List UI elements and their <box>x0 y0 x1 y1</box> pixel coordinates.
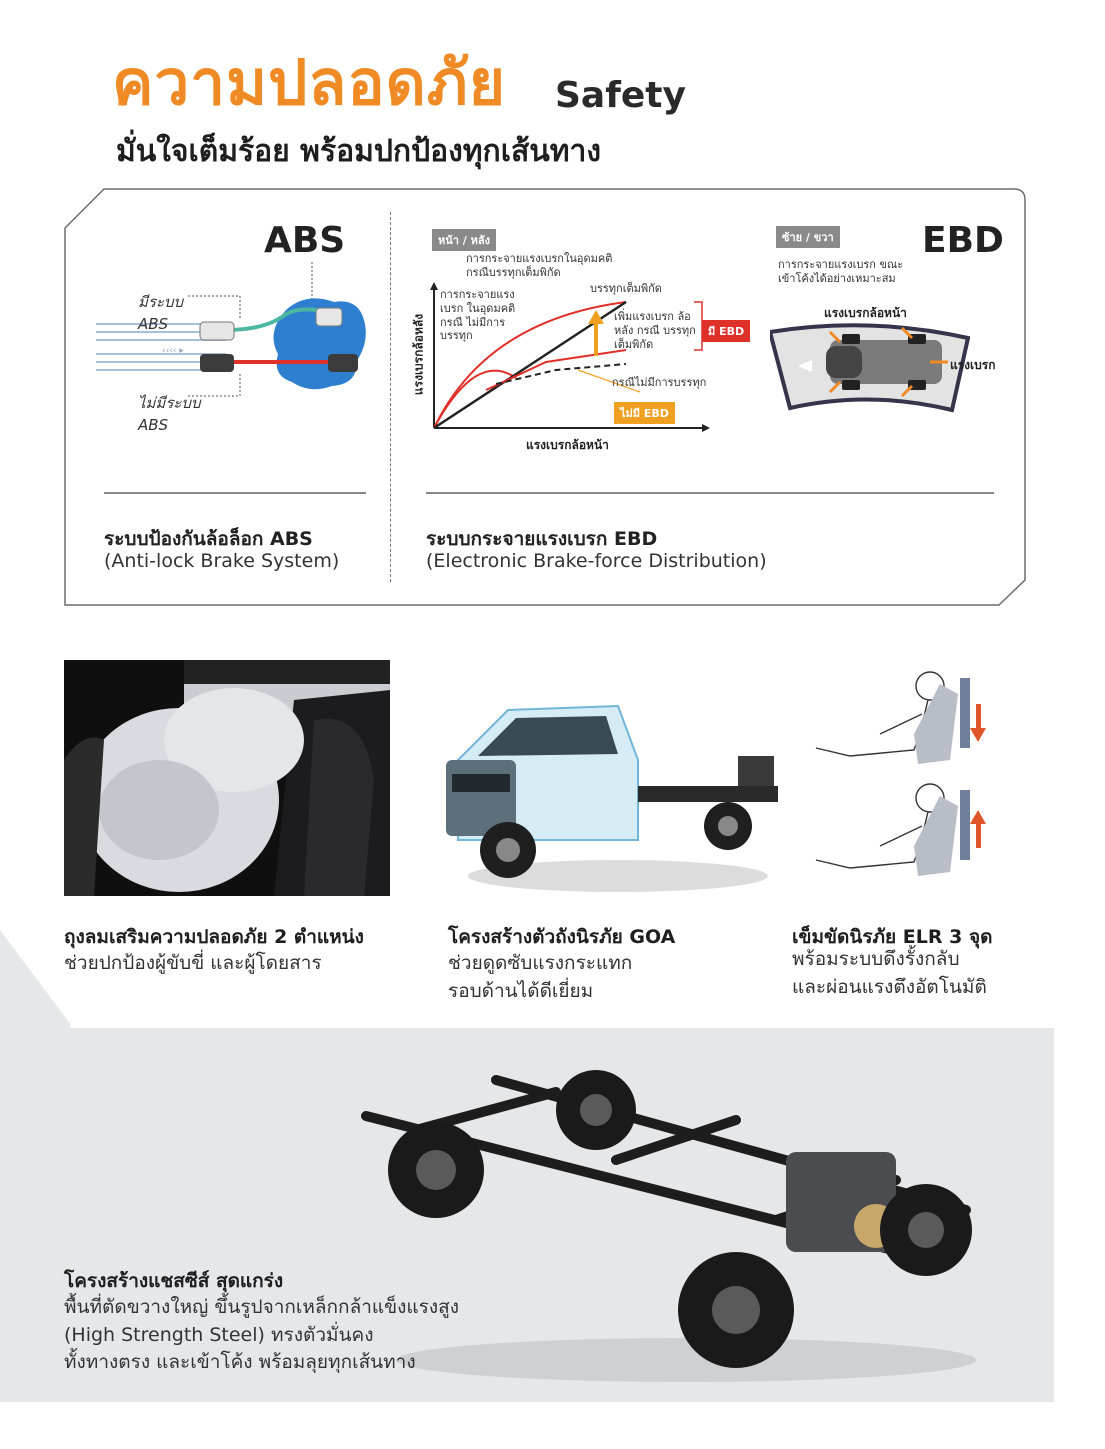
abs-without-label: ไม่มีระบบ ABS <box>138 394 201 434</box>
ebd-full-load-note: บรรทุกเต็มพิกัด <box>590 282 662 295</box>
card-divider <box>390 212 391 582</box>
feature-goa-text-2: รอบด้านได้ดีเยี่ยม <box>448 980 594 1002</box>
gray-band-corner <box>0 930 70 1040</box>
ebd-ideal-note: การกระจายแรงเบรกในอุดมคติ กรณีบรรทุกเต็ม… <box>466 252 613 279</box>
svg-text:‹‹‹‹ ▸: ‹‹‹‹ ▸ <box>162 346 184 356</box>
chassis-line-1: พื้นที่ตัดขวางใหญ่ ขึ้นรูปจากเหล็กกล้าแข… <box>64 1296 459 1318</box>
page-title-english: Safety <box>555 75 686 116</box>
abs-rule <box>104 492 366 494</box>
front-force-label: แรงเบรกล้อหน้า <box>824 306 907 320</box>
ebd-no-load-note: กรณีไม่มีการบรรทุก <box>612 376 707 389</box>
abs-caption-subtitle: (Anti-lock Brake System) <box>104 550 340 572</box>
ebd-caption-title: ระบบกระจายแรงเบรก EBD <box>426 528 658 550</box>
chassis-line-2: (High Strength Steel) ทรงตัวมั่นคง <box>64 1323 374 1346</box>
abs-illustration: ‹‹‹‹ ▸ <box>96 262 366 397</box>
ebd-rule <box>426 492 994 494</box>
chassis-illustration <box>361 1070 976 1382</box>
ebd-ideal-empty-note: การกระจายแรงเบรก ในอุดมคติกรณี ไม่มีการบ… <box>440 288 516 343</box>
left-right-tag: ซ้าย / ขวา <box>776 226 840 248</box>
airbag-photo <box>64 660 390 896</box>
feature-seatbelt-text-1: พร้อมระบบดึงรั้งกลับ <box>792 948 960 970</box>
ebd-x-axis-label: แรงเบรกล้อหน้า <box>526 438 609 452</box>
feature-seatbelt-text-2: และผ่อนแรงตึงอัตโนมัติ <box>792 976 987 998</box>
abs-heading: ABS <box>264 220 346 261</box>
seatbelt-illustration <box>815 671 986 876</box>
ebd-graph <box>430 282 710 432</box>
feature-airbag-text: ช่วยปกป้องผู้ขับขี่ และผู้โดยสาร <box>64 952 322 974</box>
ebd-graph-tag: หน้า / หลัง <box>432 229 496 251</box>
page-title-thai: ความปลอดภัย <box>112 46 507 119</box>
feature-goa-text-1: ช่วยดูดซับแรงกระแทก <box>448 952 633 974</box>
page-subtitle: มั่นใจเต็มร้อย พร้อมปกป้องทุกเส้นทาง <box>116 134 602 169</box>
goa-truck-illustration <box>446 704 778 892</box>
chassis-line-3: ทั้งทางตรง และเข้าโค้ง พร้อมลุยทุกเส้นทา… <box>64 1351 416 1374</box>
with-ebd-tag: มี EBD <box>702 320 751 342</box>
chassis-title: โครงสร้างแชสซีส์ สุดแกร่ง <box>64 1270 284 1292</box>
ebd-caption-subtitle: (Electronic Brake-force Distribution) <box>426 550 767 572</box>
without-ebd-tag: ไม่มี EBD <box>614 402 675 424</box>
chassis-description: พื้นที่ตัดขวางใหญ่ ขึ้นรูปจากเหล็กกล้าแข… <box>64 1294 459 1377</box>
ebd-heading: EBD <box>922 220 1004 261</box>
feature-airbag-title: ถุงลมเสริมความปลอดภัย 2 ตำแหน่ง <box>64 926 364 948</box>
ebd-increase-note: เพิ่มแรงเบรก ล้อหลัง กรณี บรรทุกเต็มพิกั… <box>614 310 696 351</box>
brake-systems-card <box>64 188 1026 606</box>
feature-seatbelt-title: เข็มขัดนิรภัย ELR 3 จุด <box>792 926 993 948</box>
ebd-cornering-illustration <box>770 323 970 413</box>
ebd-y-axis-label: แรงเบรกล้อหลัง <box>411 313 426 396</box>
card-border <box>64 188 1026 606</box>
abs-with-label: มีระบบ ABS <box>138 293 184 333</box>
brake-force-label: แรงเบรก <box>950 358 996 372</box>
ebd-corner-note: การกระจายแรงเบรก ขณะเข้าโค้งได้อย่างเหมา… <box>778 258 904 285</box>
abs-caption-title: ระบบป้องกันล้อล็อก ABS <box>104 528 313 550</box>
feature-goa-title: โครงสร้างตัวถังนิรภัย GOA <box>448 926 676 948</box>
